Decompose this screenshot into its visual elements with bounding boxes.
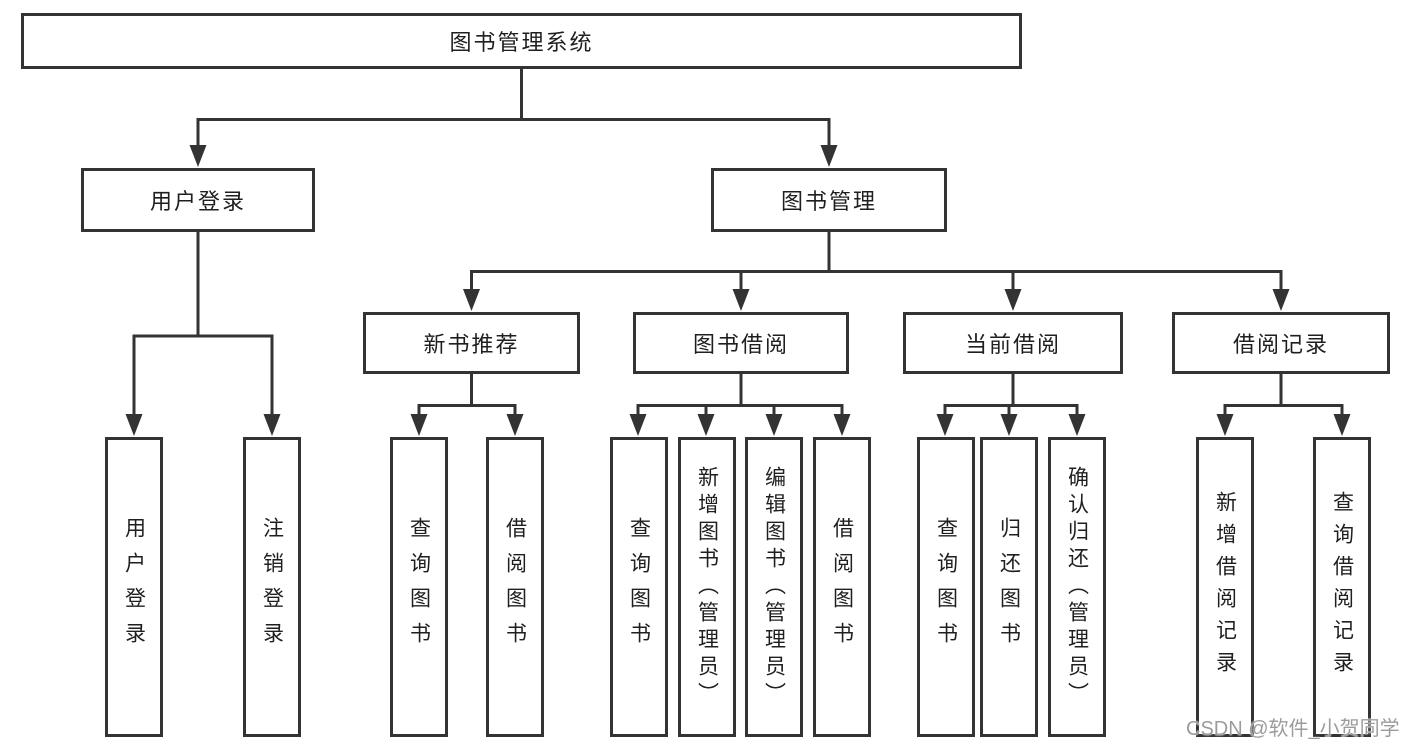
node-new-book-recommend: 新书推荐: [363, 312, 580, 374]
leaf-query-book-1-label: 查询图书: [407, 517, 431, 657]
connector-bookborrow-to-leaves: [636, 374, 844, 418]
node-book-management: 图书管理: [711, 168, 947, 232]
leaf-query-borrow-record: 查询借阅记录: [1313, 437, 1371, 737]
node-borrow-records-label: 借阅记录: [1232, 332, 1329, 357]
node-current-borrow-label: 当前借阅: [964, 332, 1061, 357]
node-user-login: 用户登录: [81, 168, 315, 232]
leaf-confirm-return-admin-label: 确认归还（管理员）: [1065, 465, 1089, 709]
leaf-query-borrow-record-label: 查询借阅记录: [1330, 491, 1354, 683]
leaf-return-book: 归还图书: [980, 437, 1038, 737]
node-borrow-records: 借阅记录: [1172, 312, 1390, 374]
connector-borrowrecords-to-leaves: [1223, 374, 1344, 418]
node-book-borrow: 图书借阅: [633, 312, 849, 374]
leaf-query-book-2: 查询图书: [610, 437, 668, 737]
node-current-borrow: 当前借阅: [903, 312, 1123, 374]
node-root-label: 图书管理系统: [449, 30, 594, 55]
leaf-user-login-label: 用户登录: [122, 517, 146, 657]
node-user-login-label: 用户登录: [149, 189, 246, 214]
leaf-add-borrow-record-label: 新增借阅记录: [1213, 491, 1237, 683]
leaf-query-book-2-label: 查询图书: [627, 517, 651, 657]
leaf-edit-book-admin: 编辑图书（管理员）: [745, 437, 803, 737]
connector-newbookrec-to-leaves: [417, 374, 517, 418]
leaf-borrow-book-1-label: 借阅图书: [503, 517, 527, 657]
watermark: CSDN @软件_小贺同学: [1186, 718, 1400, 740]
connector-currentborrow-to-leaves: [943, 374, 1079, 418]
node-book-borrow-label: 图书借阅: [692, 332, 789, 357]
leaf-borrow-book-2: 借阅图书: [813, 437, 871, 737]
leaf-borrow-book-1: 借阅图书: [486, 437, 544, 737]
connector-root-to-level2: [196, 69, 831, 148]
node-new-book-recommend-label: 新书推荐: [423, 332, 520, 357]
leaf-query-book-1: 查询图书: [390, 437, 448, 737]
leaf-add-book-admin-label: 新增图书（管理员）: [695, 465, 719, 709]
leaf-add-borrow-record: 新增借阅记录: [1196, 437, 1254, 737]
leaf-edit-book-admin-label: 编辑图书（管理员）: [762, 465, 786, 709]
leaf-borrow-book-2-label: 借阅图书: [830, 517, 854, 657]
node-book-management-label: 图书管理: [780, 189, 877, 214]
node-root: 图书管理系统: [21, 13, 1022, 69]
connector-bookmgmt-to-level3: [470, 232, 1283, 292]
leaf-user-login: 用户登录: [105, 437, 163, 737]
leaf-return-book-label: 归还图书: [997, 517, 1021, 657]
leaf-logout: 注销登录: [243, 437, 301, 737]
leaf-add-book-admin: 新增图书（管理员）: [678, 437, 736, 737]
leaf-confirm-return-admin: 确认归还（管理员）: [1048, 437, 1106, 737]
leaf-logout-label: 注销登录: [260, 517, 284, 657]
connector-userlogin-to-leaves: [132, 232, 274, 418]
leaf-query-book-3-label: 查询图书: [934, 517, 958, 657]
arrowheads: [125, 145, 1351, 436]
leaf-query-book-3: 查询图书: [917, 437, 975, 737]
